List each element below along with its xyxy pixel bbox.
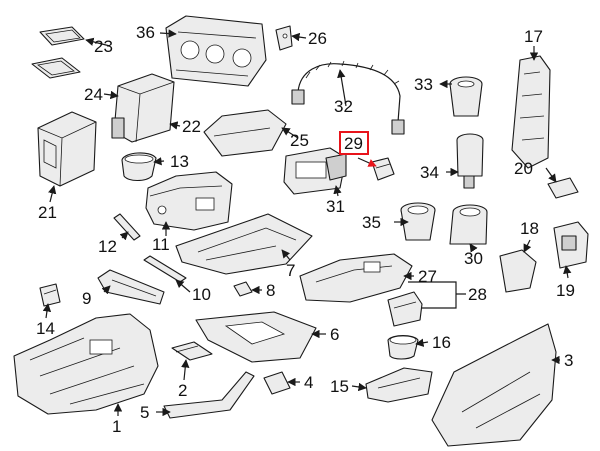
part-4-bracket xyxy=(263,371,291,395)
callout-7: 7 xyxy=(286,261,295,280)
callout-2: 2 xyxy=(178,381,187,400)
part-31-switch-bezel xyxy=(283,147,347,195)
callout-36: 36 xyxy=(136,23,155,42)
callout-8: 8 xyxy=(266,281,275,300)
part-12-trim-strip xyxy=(113,213,141,241)
part-25-armrest-lid xyxy=(203,109,287,157)
part-36-control-panel xyxy=(165,15,267,87)
leader-lines xyxy=(42,29,572,417)
part-14-bracket xyxy=(39,283,61,307)
callout-23: 23 xyxy=(94,37,113,56)
callout-28: 28 xyxy=(468,285,487,304)
part-22-storage-bin xyxy=(111,73,175,143)
callout-29-red-leader xyxy=(357,157,377,167)
part-33-power-outlet xyxy=(449,76,483,117)
part-35-cup-holder xyxy=(400,202,436,241)
callout-16: 16 xyxy=(432,333,451,352)
part-16-cup-insert xyxy=(387,334,419,360)
part-1-console-base xyxy=(13,313,159,415)
callout-32: 32 xyxy=(334,97,353,116)
callout-labels: 23 36 26 24 22 21 25 32 33 17 34 20 13 1… xyxy=(36,23,575,436)
part-23-tray-liner xyxy=(39,26,85,46)
part-2-bracket xyxy=(171,341,213,361)
part-27-console-trim xyxy=(299,253,413,303)
part-34-outlet-socket xyxy=(456,133,484,189)
part-8-clip xyxy=(233,281,253,297)
part-28-switch-panel xyxy=(387,291,423,327)
callout-13: 13 xyxy=(170,152,189,171)
callout-3: 3 xyxy=(564,351,573,370)
callout-11: 11 xyxy=(152,235,170,254)
callout-22: 22 xyxy=(182,117,201,136)
callout-19: 19 xyxy=(556,281,575,300)
part-19-bracket xyxy=(553,221,589,269)
part-5-rail xyxy=(163,371,255,419)
callout-29-highlight-box xyxy=(339,131,369,155)
part-20-switch xyxy=(547,177,579,199)
callout-20: 20 xyxy=(514,159,533,178)
part-13-cup-insert xyxy=(121,152,157,182)
callout-10: 10 xyxy=(192,285,211,304)
part-18-switch-module xyxy=(499,249,537,293)
part-7-shifter-plate xyxy=(175,213,313,275)
callout-29: 29 xyxy=(344,134,363,153)
callout-15: 15 xyxy=(330,377,349,396)
callout-33: 33 xyxy=(414,75,433,94)
callout-35: 35 xyxy=(362,213,381,232)
part-11-console-upper xyxy=(145,171,233,231)
callout-6: 6 xyxy=(330,325,339,344)
callout-14: 14 xyxy=(36,319,55,338)
part-24-mat xyxy=(31,57,81,79)
part-17-side-trim-panel xyxy=(511,55,551,169)
callout-1: 1 xyxy=(112,417,121,436)
callout-27: 27 xyxy=(418,267,437,286)
part-29-switch xyxy=(371,157,395,181)
part-10-trim xyxy=(143,255,187,283)
callout-17: 17 xyxy=(524,27,543,46)
part-6-bracket-frame xyxy=(195,311,317,363)
callout-31: 31 xyxy=(326,197,345,216)
callout-5: 5 xyxy=(140,403,149,422)
part-15-bracket xyxy=(365,367,433,403)
callout-30: 30 xyxy=(464,249,483,268)
part-32-wiring-harness xyxy=(291,60,405,135)
part-26-clip xyxy=(275,25,293,51)
part-3-side-panel xyxy=(431,323,557,447)
callout-25: 25 xyxy=(290,131,309,150)
callout-4: 4 xyxy=(304,373,313,392)
callout-26: 26 xyxy=(308,29,327,48)
part-21-bin xyxy=(37,111,97,187)
callout-24: 24 xyxy=(84,85,103,104)
callout-21: 21 xyxy=(38,203,57,222)
part-30-cup-holder xyxy=(449,204,488,245)
callout-9: 9 xyxy=(82,289,91,308)
part-9-side-trim xyxy=(97,269,165,305)
callout-12: 12 xyxy=(98,237,117,256)
callout-34: 34 xyxy=(420,163,439,182)
callout-18: 18 xyxy=(520,219,539,238)
